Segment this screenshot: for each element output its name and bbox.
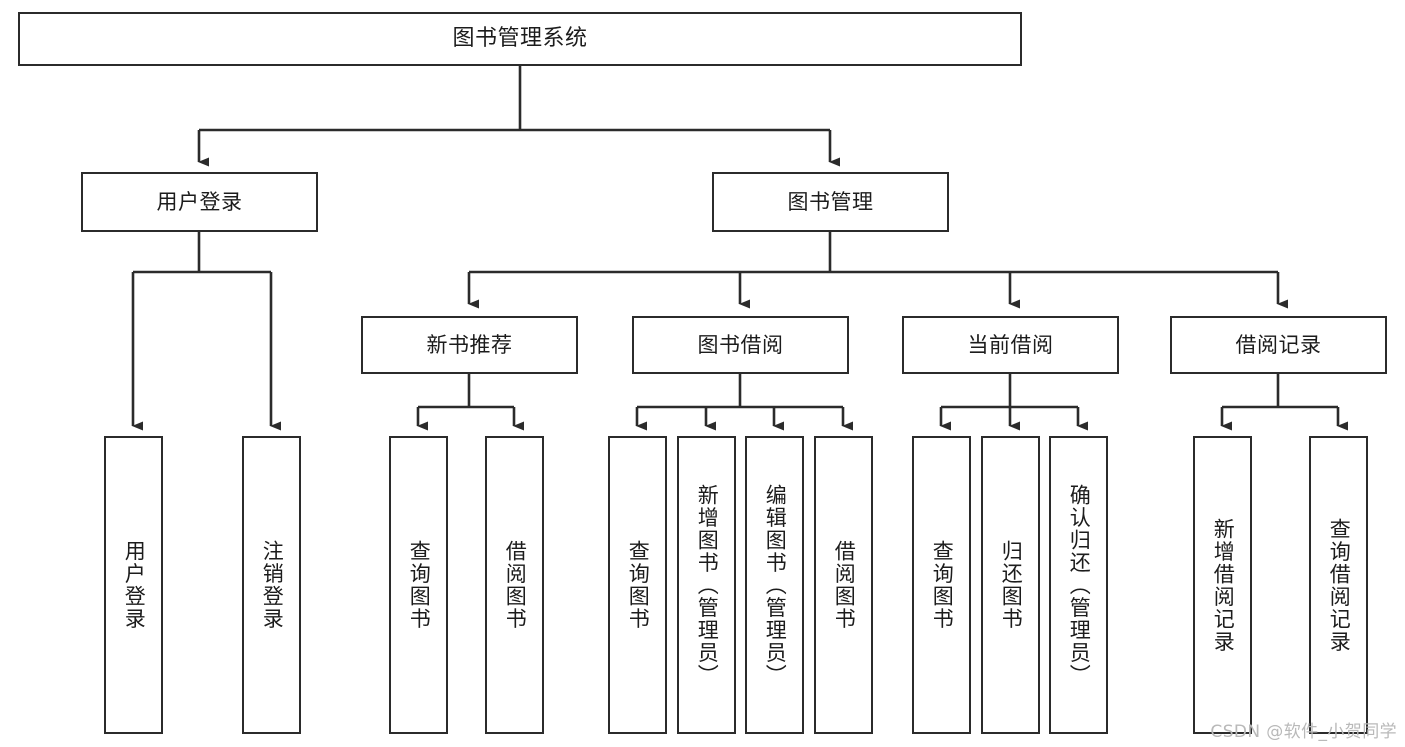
node-label: 图书管理 [787,189,874,214]
node-label: 借阅记录 [1235,332,1322,357]
node-label: 图书借阅 [697,332,784,357]
node-borrow-records[interactable]: 借阅记录 [1170,316,1387,374]
csdn-watermark: CSDN @软件_小贺同学 [1210,722,1397,742]
node-leaf-query-borrow-record[interactable]: 查询借阅记录 [1309,436,1368,734]
node-label: 查询借阅记录 [1327,517,1352,653]
node-leaf-add-borrow-record[interactable]: 新增借阅记录 [1193,436,1252,734]
node-leaf-return-book[interactable]: 归还图书 [981,436,1040,734]
node-label: 新书推荐 [426,332,513,357]
node-label: 借阅图书 [832,540,857,630]
node-leaf-query-book-current[interactable]: 查询图书 [912,436,971,734]
node-leaf-borrow-book[interactable]: 借阅图书 [814,436,873,734]
node-label: 归还图书 [999,540,1024,630]
node-leaf-borrow-book-recommend[interactable]: 借阅图书 [485,436,544,734]
node-book-borrow[interactable]: 图书借阅 [632,316,849,374]
node-label: 查询图书 [407,540,432,630]
node-label: 借阅图书 [503,540,528,630]
node-label: 用户登录 [122,540,147,630]
node-current-borrow[interactable]: 当前借阅 [902,316,1119,374]
node-leaf-logout[interactable]: 注销登录 [242,436,301,734]
node-label: 图书管理系统 [452,26,588,52]
node-root-book-management-system[interactable]: 图书管理系统 [18,12,1022,66]
node-label: 用户登录 [156,189,243,214]
node-new-book-recommend[interactable]: 新书推荐 [361,316,578,374]
node-label: 确认归还（管理员） [1067,483,1092,687]
node-book-management[interactable]: 图书管理 [712,172,949,232]
node-label: 新增借阅记录 [1211,517,1236,653]
node-leaf-user-login[interactable]: 用户登录 [104,436,163,734]
node-leaf-confirm-return-admin[interactable]: 确认归还（管理员） [1049,436,1108,734]
node-label: 编辑图书（管理员） [763,483,788,687]
node-label: 查询图书 [626,540,651,630]
node-leaf-add-book-admin[interactable]: 新增图书（管理员） [677,436,736,734]
node-leaf-edit-book-admin[interactable]: 编辑图书（管理员） [745,436,804,734]
node-label: 查询图书 [930,540,955,630]
node-label: 新增图书（管理员） [695,483,720,687]
node-leaf-query-book-recommend[interactable]: 查询图书 [389,436,448,734]
node-label: 注销登录 [260,540,285,630]
node-user-login[interactable]: 用户登录 [81,172,318,232]
node-leaf-query-book-borrow[interactable]: 查询图书 [608,436,667,734]
node-label: 当前借阅 [967,332,1054,357]
